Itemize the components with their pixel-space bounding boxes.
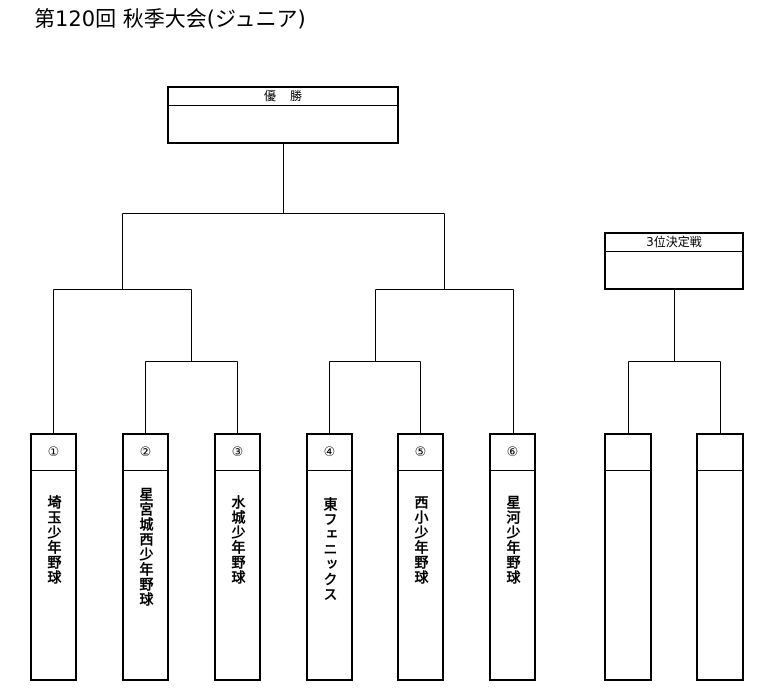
team-seed: ② [124, 435, 167, 471]
team-seed: ⑥ [491, 435, 534, 471]
third-place-label: 3位決定戦 [606, 234, 742, 252]
team-name: 星宮城西少年野球 [137, 487, 154, 607]
team-seed: ⑤ [399, 435, 442, 471]
third-place-slot-1 [604, 433, 652, 681]
team-name: 西小少年野球 [412, 495, 429, 585]
third-place-slot-2 [696, 433, 744, 681]
bracket-line-semi-right [375, 289, 514, 433]
team-box-4: ④ 東フェニックス [306, 433, 353, 681]
team-seed: ③ [216, 435, 259, 471]
team-box-6: ⑥ 星河少年野球 [489, 433, 536, 681]
bracket-line-semi-left [53, 289, 192, 433]
page-title: 第120回 秋季大会(ジュニア) [34, 7, 306, 31]
champion-label: 優勝 [169, 88, 397, 106]
champion-box: 優勝 [167, 86, 399, 144]
team-seed: ① [32, 435, 75, 471]
team-name: 埼玉少年野球 [45, 495, 62, 585]
team-name: 水城少年野球 [229, 495, 246, 585]
team-box-3: ③ 水城少年野球 [214, 433, 261, 681]
bracket-line-quarter-2-3 [145, 361, 238, 433]
bracket-line-third-place [628, 289, 721, 433]
third-place-box: 3位決定戦 [604, 232, 744, 290]
team-box-5: ⑤ 西小少年野球 [397, 433, 444, 681]
team-seed [698, 435, 742, 471]
team-name: 東フェニックス [321, 497, 338, 602]
bracket-line-quarter-4-5 [329, 361, 421, 433]
team-box-1: ① 埼玉少年野球 [30, 433, 77, 681]
team-name: 星河少年野球 [504, 495, 521, 585]
bracket-line-final [122, 143, 445, 289]
team-box-2: ② 星宮城西少年野球 [122, 433, 169, 681]
team-seed: ④ [308, 435, 351, 471]
team-seed [606, 435, 650, 471]
